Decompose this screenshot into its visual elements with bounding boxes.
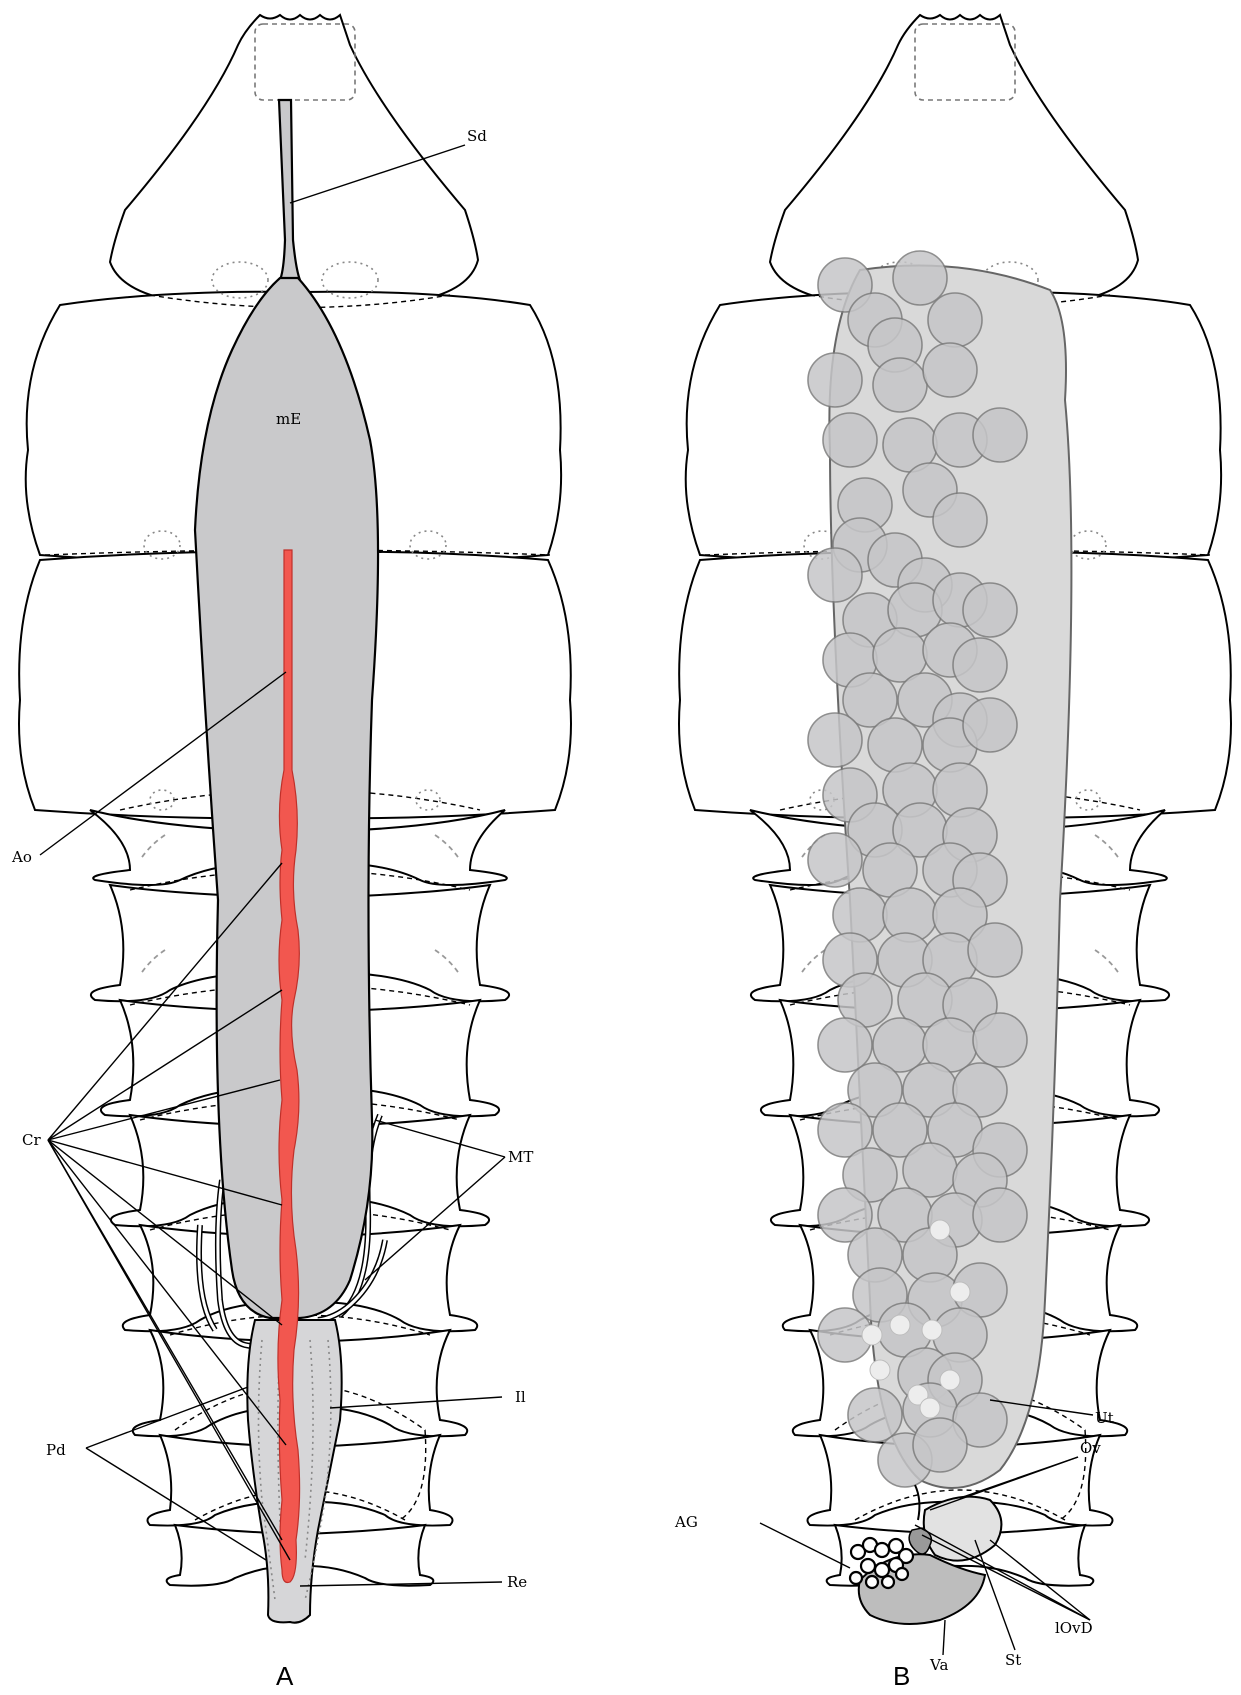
egg (913, 1418, 967, 1472)
label-lovd: lOvD (1055, 1619, 1093, 1637)
egg (818, 1018, 872, 1072)
egg (808, 713, 862, 767)
egg (973, 408, 1027, 462)
small-egg (870, 1360, 890, 1380)
panel-label-b: B (893, 1661, 910, 1691)
label-ov: Ov (1080, 1439, 1101, 1457)
egg (953, 638, 1007, 692)
egg (933, 493, 987, 547)
small-egg (950, 1282, 970, 1302)
egg (848, 1388, 902, 1442)
egg (928, 293, 982, 347)
egg (923, 343, 977, 397)
label-ao: Ao (11, 848, 32, 866)
egg (963, 698, 1017, 752)
label-mt: MT (508, 1148, 533, 1166)
panel-a: Sd mE Ao Cr MT Il Pd Re A (11, 15, 571, 1691)
small-egg (890, 1315, 910, 1335)
small-egg (940, 1370, 960, 1390)
egg (808, 548, 862, 602)
label-pd: Pd (46, 1441, 66, 1459)
egg (973, 1188, 1027, 1242)
label-va: Va (929, 1656, 948, 1674)
label-me: mE (276, 410, 301, 428)
small-egg (920, 1398, 940, 1418)
egg (973, 1013, 1027, 1067)
label-re: Re (507, 1573, 527, 1591)
egg (808, 353, 862, 407)
panel-label-a: A (276, 1661, 294, 1691)
label-ut: Ut (1095, 1409, 1114, 1427)
egg (893, 251, 947, 305)
label-ag: AG (674, 1513, 698, 1531)
egg (963, 583, 1017, 637)
egg (808, 833, 862, 887)
egg (873, 358, 927, 412)
small-egg (930, 1220, 950, 1240)
egg (968, 923, 1022, 977)
label-st: St (1005, 1651, 1021, 1669)
egg (823, 413, 877, 467)
label-il: Il (515, 1388, 526, 1406)
small-egg (862, 1325, 882, 1345)
small-egg (922, 1320, 942, 1340)
label-cr: Cr (22, 1131, 41, 1149)
panel-b: Ut Ov AG lOvD St Va B (674, 15, 1231, 1691)
label-sd: Sd (467, 127, 487, 145)
